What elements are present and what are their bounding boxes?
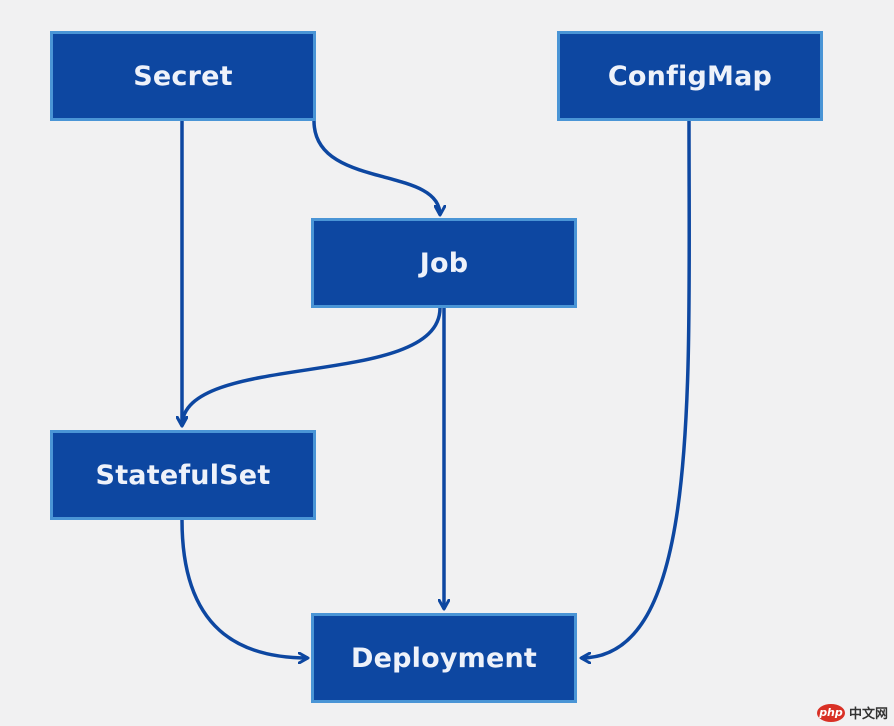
edge-statefulset-to-deployment: [180, 519, 308, 658]
edge-configmap-to-deployment: [581, 120, 692, 658]
node-job: Job: [311, 218, 577, 308]
node-statefulset: StatefulSet: [50, 430, 316, 520]
node-configmap: ConfigMap: [557, 31, 823, 121]
watermark-text: 中文网: [848, 707, 888, 722]
node-job-label: Job: [419, 247, 469, 279]
edge-job-to-statefulset: [182, 307, 442, 426]
node-deployment: Deployment: [311, 613, 577, 703]
watermark-logo: php: [816, 703, 845, 722]
node-configmap-label: ConfigMap: [607, 60, 773, 92]
watermark: php 中文网: [816, 703, 888, 722]
node-secret-label: Secret: [133, 60, 233, 92]
node-deployment-label: Deployment: [350, 642, 538, 674]
edge-secret-to-job: [312, 120, 440, 215]
node-statefulset-label: StatefulSet: [95, 459, 271, 491]
node-secret: Secret: [50, 31, 316, 121]
